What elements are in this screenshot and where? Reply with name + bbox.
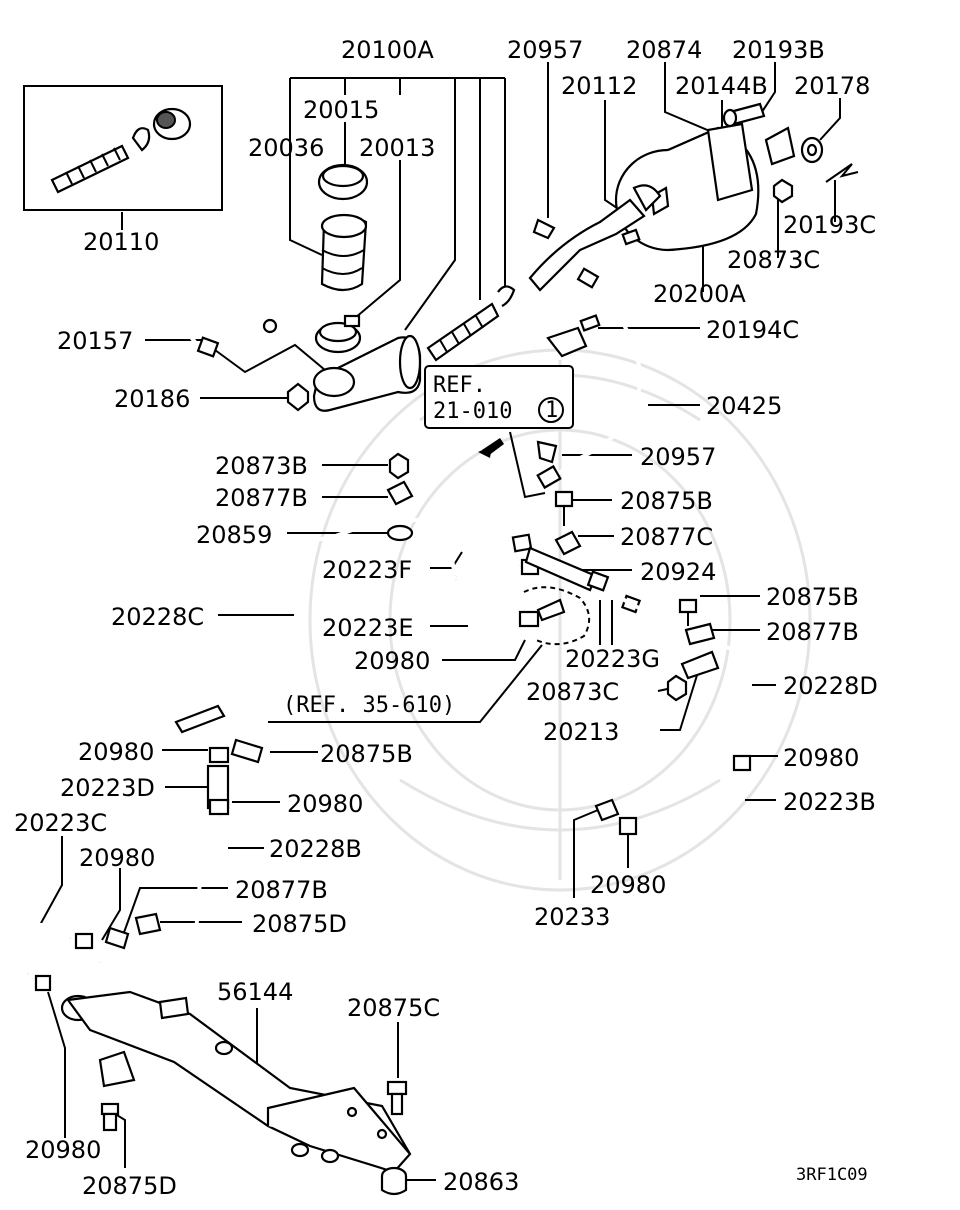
label-20957-lower: 20957 xyxy=(640,443,716,471)
label-20875C: 20875C xyxy=(347,994,440,1022)
label-20875D-lower: 20875D xyxy=(82,1172,177,1200)
label-20425: 20425 xyxy=(706,392,782,420)
label-20228D: 20228D xyxy=(783,672,878,700)
repair-kit-box xyxy=(23,85,223,211)
label-20112: 20112 xyxy=(561,72,637,100)
ref-box-line2: 21-010 xyxy=(433,399,512,424)
ref-box-circle-number: 1 xyxy=(545,398,558,423)
label-20144B: 20144B xyxy=(675,72,768,100)
label-20875D-upper: 20875D xyxy=(252,910,347,938)
label-20223G: 20223G xyxy=(565,645,660,673)
label-20157: 20157 xyxy=(57,327,133,355)
label-20877B-lower: 20877B xyxy=(235,876,328,904)
label-20877C: 20877C xyxy=(620,523,713,551)
label-20875B-right: 20875B xyxy=(766,583,859,611)
label-20100A: 20100A xyxy=(341,36,434,64)
label-20228B: 20228B xyxy=(269,835,362,863)
label-20223F: 20223F xyxy=(322,556,412,584)
label-20036: 20036 xyxy=(248,134,324,162)
label-20980-center: 20980 xyxy=(354,647,430,675)
drawing-code: 3RF1C09 xyxy=(796,1165,868,1185)
label-20013: 20013 xyxy=(359,134,435,162)
parts xyxy=(6,85,859,1196)
label-20873B: 20873B xyxy=(215,452,308,480)
label-20186: 20186 xyxy=(114,385,190,413)
label-20178: 20178 xyxy=(794,72,870,100)
label-20924: 20924 xyxy=(640,558,716,586)
ref-box-line1: REF. xyxy=(433,373,486,398)
label-20110: 20110 xyxy=(83,228,159,256)
label-20980-left-1: 20980 xyxy=(78,738,154,766)
label-20980-left-2: 20980 xyxy=(287,790,363,818)
label-20875B-left: 20875B xyxy=(320,740,413,768)
label-20980-left-3: 20980 xyxy=(79,844,155,872)
label-20980-right-1: 20980 xyxy=(783,744,859,772)
label-20875B-upper: 20875B xyxy=(620,487,713,515)
label-20223D: 20223D xyxy=(60,774,155,802)
ref-note-35-610: (REF. 35-610) xyxy=(283,693,455,718)
label-20200A: 20200A xyxy=(653,280,746,308)
label-20874: 20874 xyxy=(626,36,702,64)
label-20213: 20213 xyxy=(543,718,619,746)
label-20223C: 20223C xyxy=(14,809,107,837)
label-20233: 20233 xyxy=(534,903,610,931)
label-20193C: 20193C xyxy=(783,211,876,239)
label-20194C: 20194C xyxy=(706,316,799,344)
label-20859: 20859 xyxy=(196,521,272,549)
label-56144: 56144 xyxy=(217,978,293,1006)
label-20873C-upper: 20873C xyxy=(727,246,820,274)
label-20877B-upper: 20877B xyxy=(215,484,308,512)
label-20228C: 20228C xyxy=(111,603,204,631)
label-20877B-right: 20877B xyxy=(766,618,859,646)
label-20957-top: 20957 xyxy=(507,36,583,64)
label-20980-bottom: 20980 xyxy=(25,1136,101,1164)
label-20873C-lower: 20873C xyxy=(526,678,619,706)
ref-box xyxy=(424,365,574,429)
label-20223B: 20223B xyxy=(783,788,876,816)
label-20980-right-2: 20980 xyxy=(590,871,666,899)
part-labels: 20100A 20957 20874 20193B 20015 20112 20… xyxy=(14,36,878,1200)
label-20223E: 20223E xyxy=(322,614,414,642)
repair-kit-parts xyxy=(50,107,192,194)
label-20863: 20863 xyxy=(443,1168,519,1196)
label-20015: 20015 xyxy=(303,96,379,124)
label-20193B: 20193B xyxy=(732,36,825,64)
